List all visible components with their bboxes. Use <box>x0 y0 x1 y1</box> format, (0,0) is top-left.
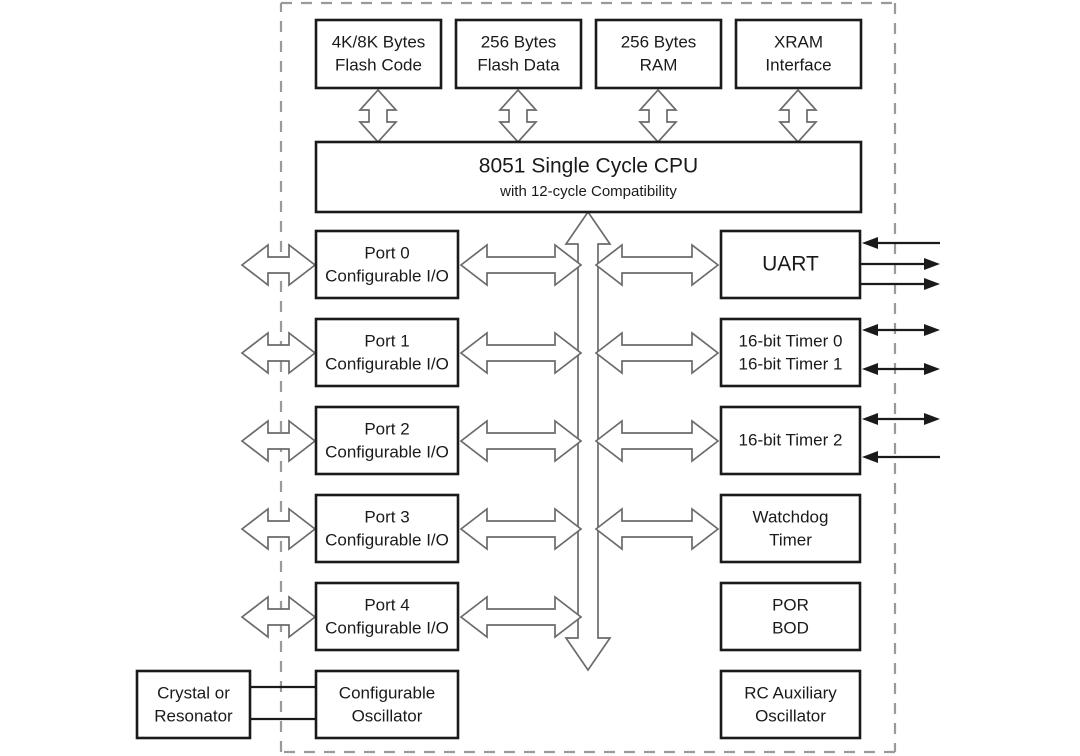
timer01-pin-a-arrowhead-right <box>924 324 940 336</box>
label-rc-aux-line1: RC Auxiliary <box>744 683 837 702</box>
label-port-3-line1: Port 3 <box>364 507 409 526</box>
block-timer-0-1[interactable] <box>719 317 862 388</box>
timer01-pin-b-arrowhead-right <box>924 363 940 375</box>
timer01-pin-arrows <box>862 324 940 375</box>
block-port-4[interactable] <box>314 581 460 652</box>
label-port-3-line2: Configurable I/O <box>325 530 449 549</box>
label-port-4-line2: Configurable I/O <box>325 618 449 637</box>
block-cpu[interactable] <box>314 140 863 214</box>
timer2-pin-a-arrowhead-right <box>924 413 940 425</box>
label-cpu-line1: 8051 Single Cycle CPU <box>479 155 698 178</box>
uart-pin-tx2-arrowhead <box>924 278 940 290</box>
label-config-osc-line2: Oscillator <box>352 706 423 725</box>
label-xram-line2: Interface <box>765 55 831 74</box>
bus-arrow-flash-data <box>498 88 538 144</box>
label-uart: UART <box>762 253 819 276</box>
block-ram[interactable] <box>594 18 723 90</box>
block-port-1[interactable] <box>314 317 460 388</box>
label-crystal-line2: Resonator <box>154 706 233 725</box>
block-port-2[interactable] <box>314 405 460 476</box>
block-watchdog[interactable] <box>719 493 862 564</box>
label-xram-line1: XRAM <box>774 32 823 51</box>
label-flash-code-line1: 4K/8K Bytes <box>332 32 426 51</box>
port-bus-arrows <box>459 243 583 639</box>
label-watchdog-line2: Timer <box>769 530 812 549</box>
external-io-arrow-port2 <box>240 419 317 463</box>
label-port-0-line2: Configurable I/O <box>325 266 449 285</box>
block-rc-aux-osc[interactable] <box>719 669 862 740</box>
block-port-3[interactable] <box>314 493 460 564</box>
block-uart[interactable] <box>719 229 862 300</box>
label-timer-2: 16-bit Timer 2 <box>739 430 843 449</box>
uart-pin-arrows <box>861 237 940 290</box>
label-port-2-line2: Configurable I/O <box>325 442 449 461</box>
block-config-osc[interactable] <box>314 669 460 740</box>
external-io-arrow-port4 <box>240 595 317 639</box>
label-flash-data-line2: Flash Data <box>477 55 560 74</box>
label-port-1-line2: Configurable I/O <box>325 354 449 373</box>
label-flash-code-line2: Flash Code <box>335 55 422 74</box>
block-flash-data[interactable] <box>454 18 583 90</box>
timer01-pin-b-arrowhead-left <box>862 363 878 375</box>
label-ram-line1: 256 Bytes <box>621 32 697 51</box>
timer01-pin-a-arrowhead-left <box>862 324 878 336</box>
label-port-0-line1: Port 0 <box>364 243 409 262</box>
bus-arrow-ram <box>638 88 678 144</box>
external-io-arrow-port0 <box>240 243 317 287</box>
label-port-4-line1: Port 4 <box>364 595 409 614</box>
chip-boundary <box>279 1 897 754</box>
label-crystal-line1: Crystal or <box>157 683 230 702</box>
external-io-arrow-port3 <box>240 507 317 551</box>
bus-peripheral-arrow-watchdog <box>594 507 720 551</box>
block-timer-2[interactable] <box>719 405 862 476</box>
timer2-pin-b-arrowhead-left <box>862 451 878 463</box>
bus-peripheral-arrow-timer01 <box>594 331 720 375</box>
port-bus-arrow-port4 <box>459 595 583 639</box>
bus-peripheral-arrow-uart <box>594 243 720 287</box>
label-cpu-line2: with 12-cycle Compatibility <box>499 183 677 200</box>
block-crystal[interactable] <box>135 669 252 740</box>
block-por-bod[interactable] <box>719 581 862 652</box>
memory-cpu-bus-arrows <box>358 88 818 144</box>
label-ram-line2: RAM <box>640 55 678 74</box>
block-port-0[interactable] <box>314 229 460 300</box>
external-io-arrows <box>240 243 317 639</box>
external-io-arrow-port1 <box>240 331 317 375</box>
port-bus-arrow-port3 <box>459 507 583 551</box>
label-timer-1: 16-bit Timer 1 <box>739 354 843 373</box>
bus-peripheral-arrow-timer2 <box>594 419 720 463</box>
label-bod: BOD <box>772 618 809 637</box>
timer2-pin-arrows <box>862 413 940 463</box>
label-flash-data-line1: 256 Bytes <box>481 32 557 51</box>
port-bus-arrow-port0 <box>459 243 583 287</box>
block-xram[interactable] <box>734 18 863 90</box>
system-bus-arrow <box>564 210 612 672</box>
block-flash-code[interactable] <box>314 18 443 90</box>
bus-arrow-xram <box>778 88 818 144</box>
label-config-osc-line1: Configurable <box>339 683 435 702</box>
bus-peripheral-arrows <box>594 243 720 551</box>
uart-pin-rx-arrowhead <box>862 237 878 249</box>
port-bus-arrow-port1 <box>459 331 583 375</box>
crystal-oscillator-connector <box>249 685 317 721</box>
label-port-1-line1: Port 1 <box>364 331 409 350</box>
label-rc-aux-line2: Oscillator <box>755 706 826 725</box>
label-watchdog-line1: Watchdog <box>753 507 829 526</box>
label-port-2-line1: Port 2 <box>364 419 409 438</box>
port-bus-arrow-port2 <box>459 419 583 463</box>
label-por: POR <box>772 595 809 614</box>
label-timer-0: 16-bit Timer 0 <box>739 331 843 350</box>
uart-pin-tx1-arrowhead <box>924 258 940 270</box>
bus-arrow-flash-code <box>358 88 398 144</box>
timer2-pin-a-arrowhead-left <box>862 413 878 425</box>
